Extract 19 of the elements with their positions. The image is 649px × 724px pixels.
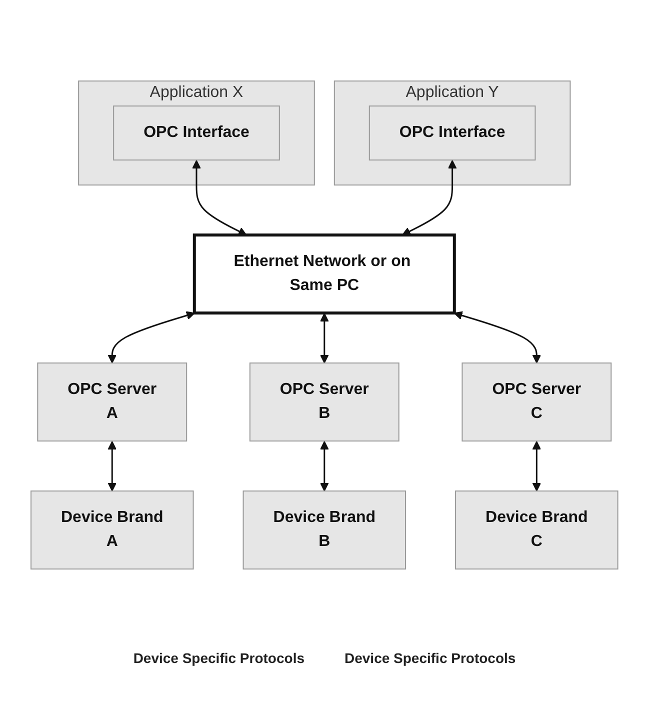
node-box: Ethernet Network or on Same PC bbox=[193, 234, 456, 314]
arrow bbox=[108, 441, 117, 492]
arrow bbox=[402, 160, 457, 236]
arrow bbox=[320, 441, 329, 492]
arrow bbox=[108, 311, 196, 364]
protocol-note: Device Specific Protocols bbox=[133, 650, 304, 666]
arrow bbox=[320, 313, 329, 364]
node-box: OPC Interface bbox=[369, 106, 536, 160]
arrow bbox=[454, 311, 542, 364]
node-box: Device Brand A bbox=[30, 490, 194, 570]
node-box: OPC Interface bbox=[113, 106, 280, 160]
node-box: OPC Server B bbox=[250, 362, 400, 442]
protocol-note: Device Specific Protocols bbox=[344, 650, 516, 666]
arrow bbox=[192, 160, 247, 236]
node-box: OPC Server C bbox=[462, 362, 612, 442]
node-box: OPC Server A bbox=[37, 362, 188, 442]
node-box: Device Brand C bbox=[455, 490, 618, 570]
arrow bbox=[532, 441, 542, 492]
node-box: Device Brand B bbox=[242, 490, 406, 570]
